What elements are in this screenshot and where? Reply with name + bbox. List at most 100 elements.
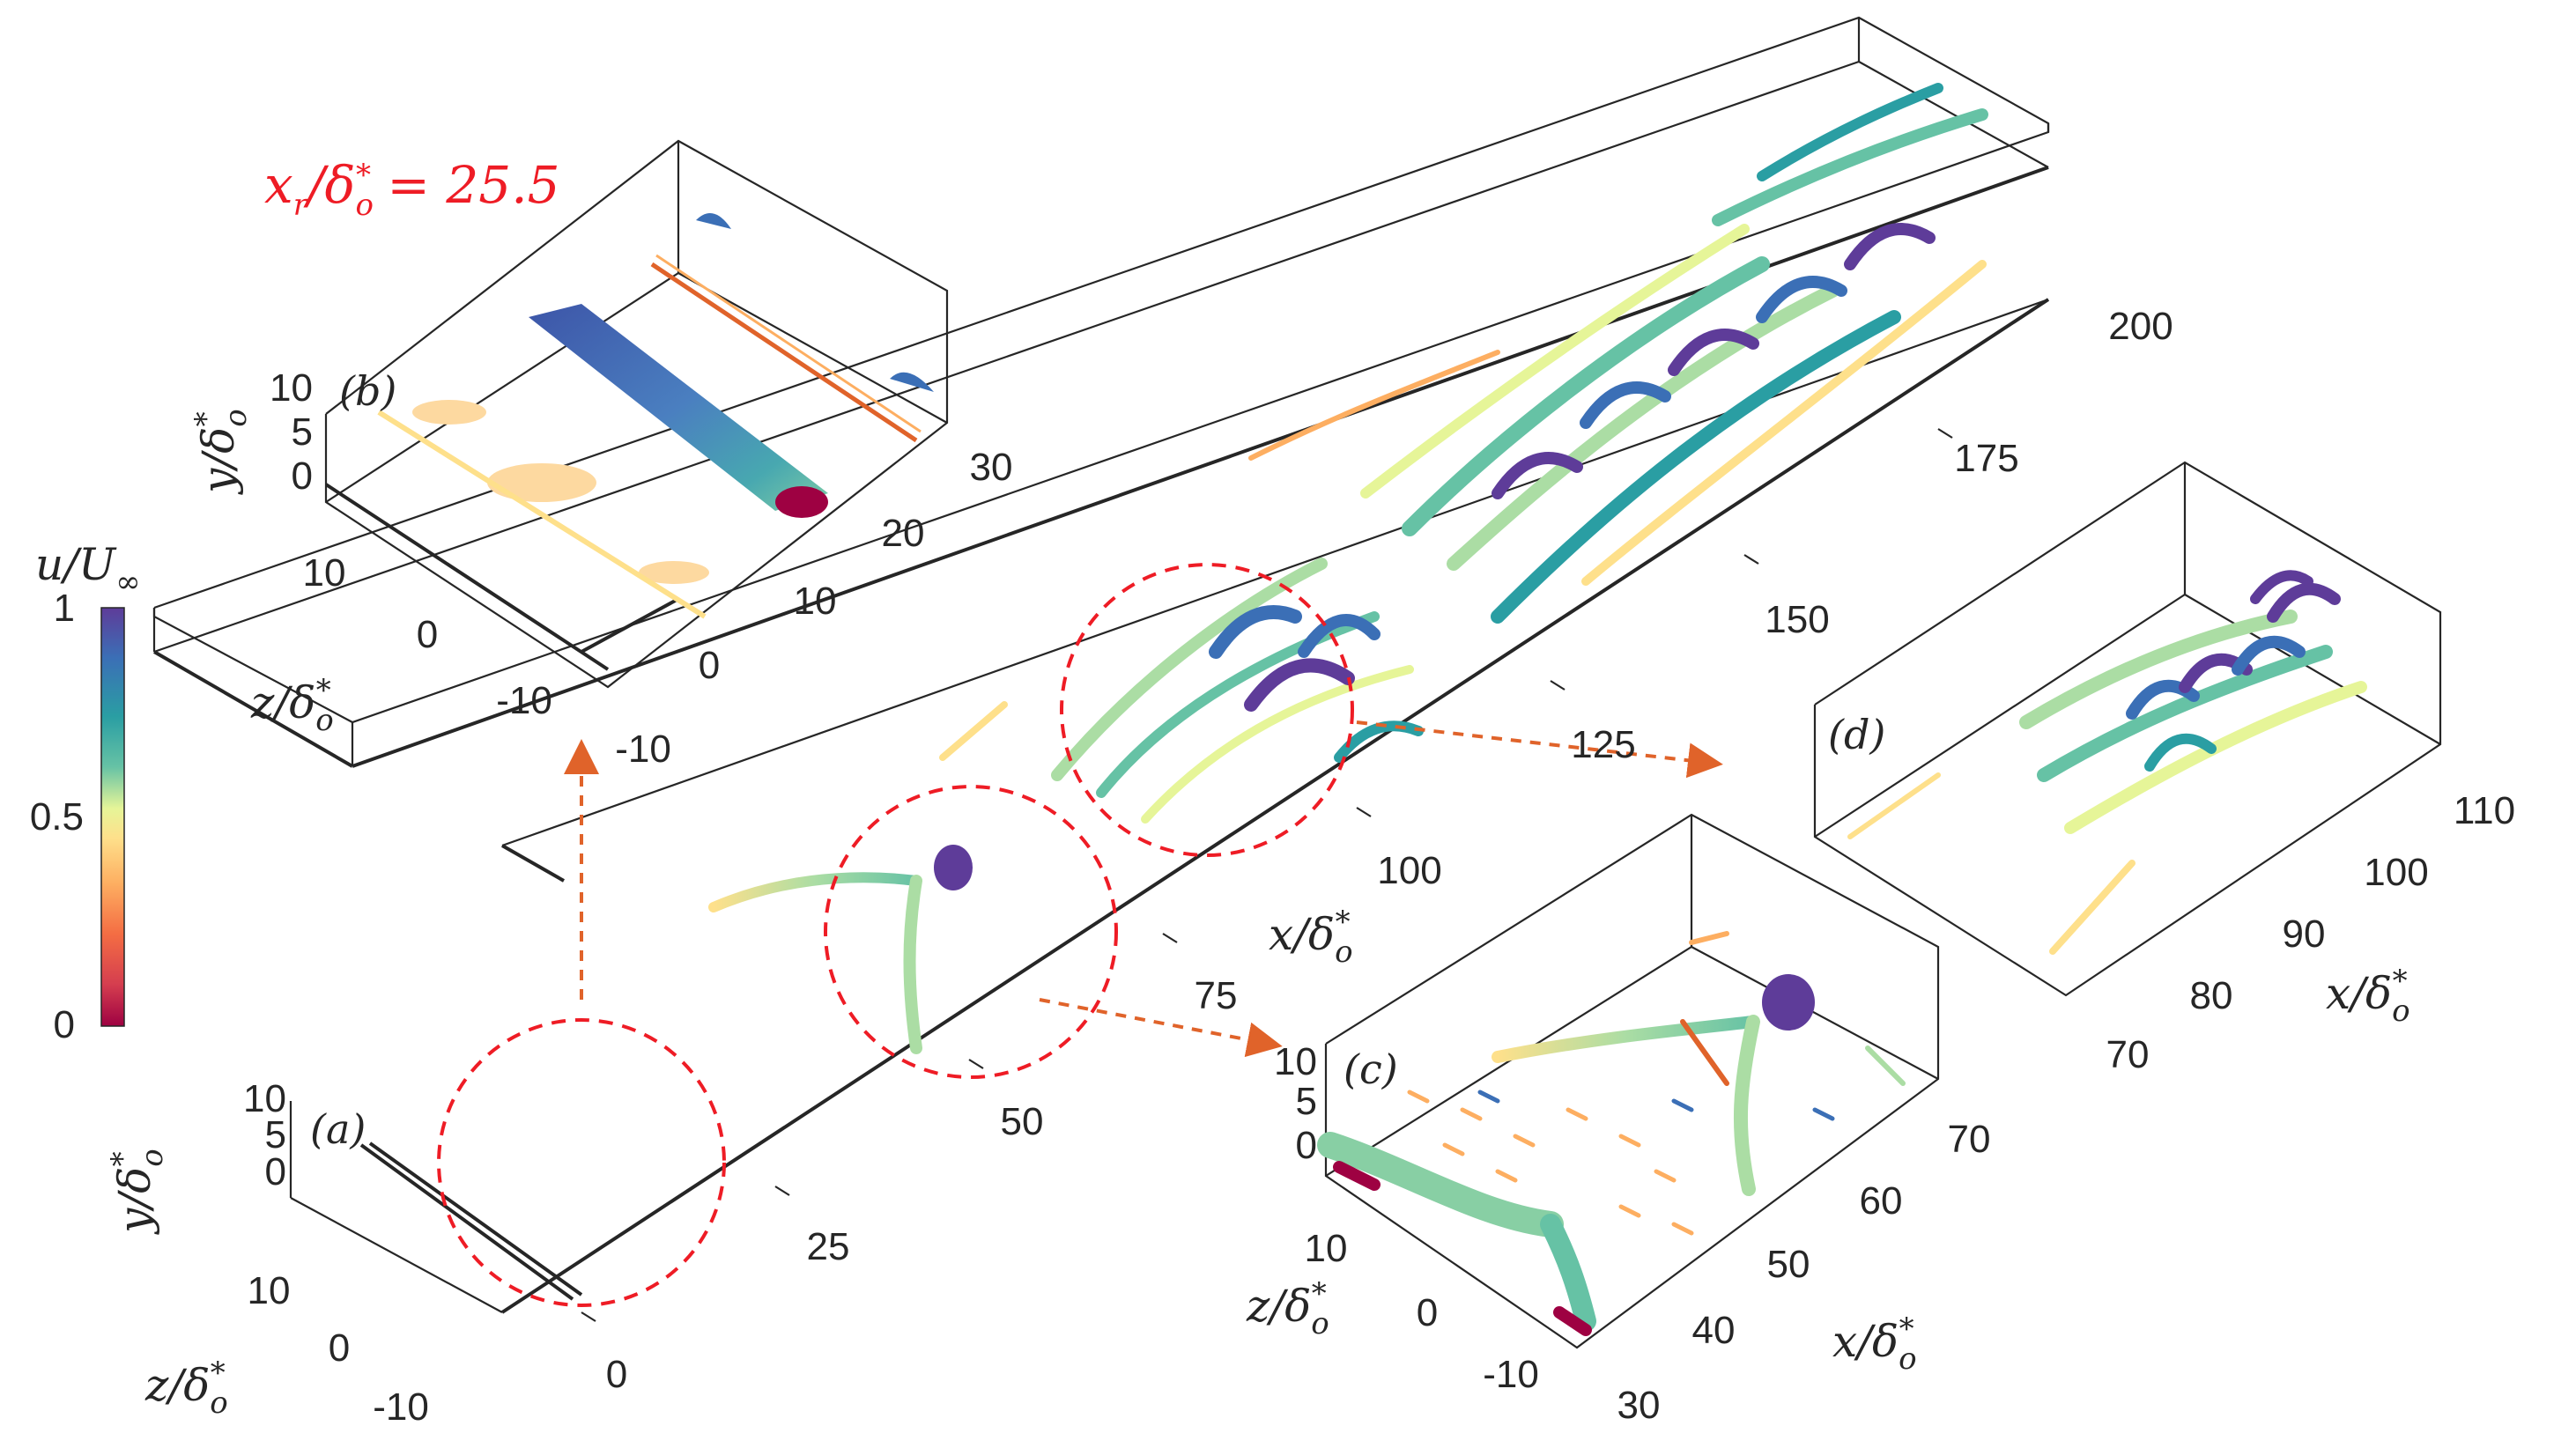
- panel-c-z-ticks: 10 0 -10: [1305, 1227, 1539, 1396]
- panel-c-y-ticks: 10 5 0: [1274, 1040, 1317, 1167]
- panel-b-label: (b): [339, 367, 396, 415]
- y-tick-label: 0: [1296, 1124, 1317, 1167]
- panel-b-box-edge: [677, 272, 948, 424]
- z-tick-label: 0: [329, 1326, 350, 1370]
- panel-a-floor-front: [500, 298, 2050, 1314]
- z-tick-label: -10: [496, 679, 552, 722]
- x-tick-label: 20: [882, 512, 925, 555]
- panel-c-label: (c): [1344, 1045, 1398, 1093]
- z-tick-label: -10: [373, 1385, 429, 1429]
- panel-b-x-ticks: -10 0 10 20 30: [615, 446, 1012, 771]
- y-tick-label: 10: [243, 1077, 286, 1120]
- z-tick-label: 10: [1305, 1227, 1348, 1270]
- panel-b-floor: [581, 597, 679, 654]
- panel-b-y-axis-label: y/δo*: [189, 409, 254, 495]
- y-tick-label: 10: [270, 366, 313, 410]
- panel-a-z-axis-label: z/δo*: [144, 1356, 228, 1421]
- x-tick-label: 100: [2364, 851, 2428, 894]
- colorbar: 1 0.5 0 u/U∞: [30, 539, 141, 1046]
- arrow-to-panel-d: [1356, 720, 1723, 779]
- x-tick-label: 10: [794, 580, 837, 623]
- panel-c-box-edge: [1325, 946, 1692, 1177]
- panel-a-z-ticks: 10 0 -10: [248, 1269, 429, 1429]
- x-tick-label: 70: [1948, 1118, 1991, 1161]
- x-tick-label: 75: [1195, 974, 1238, 1017]
- panel-d-box-edge: [2184, 594, 2441, 745]
- x-tick-label: 30: [1617, 1384, 1661, 1427]
- x-tick-label: 50: [1767, 1243, 1810, 1286]
- panel-b-y-ticks: 10 5 0: [270, 366, 313, 498]
- x-tick-label: 40: [1692, 1309, 1736, 1352]
- panel-a-y-ticks: 10 5 0: [243, 1077, 286, 1193]
- panel-c-x-axis-label: x/δo*: [1832, 1311, 1917, 1377]
- panel-a-floor: [152, 650, 354, 768]
- panel-d-box-edge: [1814, 594, 2186, 838]
- panel-d: 70 80 90 100 110 x/δo* (d): [1813, 461, 2516, 1076]
- panel-a-vortex-structures: [939, 83, 1988, 824]
- colorbar-tick-label: 0.5: [30, 795, 84, 839]
- y-tick-label: 10: [1274, 1040, 1317, 1083]
- panel-d-x-axis-label: x/δo*: [2326, 964, 2410, 1029]
- panel-a-y-axis-label: y/δo*: [105, 1149, 170, 1235]
- x-tick-label: 50: [1001, 1100, 1044, 1143]
- z-tick-label: 0: [417, 613, 438, 656]
- x-tick-label: 90: [2283, 912, 2326, 956]
- panel-a-floor-edge: [501, 298, 2049, 847]
- annotation-xr: xr/δo* = 25.5: [264, 155, 560, 223]
- panel-d-flow-structures: [1847, 570, 2367, 955]
- panel-a-inflow-plate: [359, 1143, 574, 1301]
- x-tick-label: 80: [2190, 974, 2233, 1017]
- colorbar-tick-label: 1: [54, 587, 75, 630]
- x-tick-label: 25: [807, 1225, 850, 1268]
- x-tick-label: 100: [1377, 849, 1441, 892]
- highlight-circle-d: [1060, 563, 1354, 857]
- panel-a: 0 25 50 75 100 125 150 175 200 x/δo* 10 …: [105, 16, 2173, 1429]
- panel-b-z-ticks: 10 0 -10: [303, 551, 552, 722]
- panel-a-back-edge: [153, 60, 1860, 654]
- panel-d-x-ticks: 70 80 90 100 110: [2106, 789, 2516, 1076]
- x-tick-label: -10: [615, 728, 671, 771]
- highlight-circle-c: [824, 785, 1118, 1079]
- colorbar-label: u/U∞: [35, 539, 141, 600]
- panel-a-floor-edge: [290, 1197, 503, 1313]
- x-tick-label: 0: [699, 644, 720, 687]
- x-tick-label: 0: [606, 1353, 627, 1396]
- panel-c: 30 40 50 60 70 x/δo* 10 5 0 10 0 -10 z/δ…: [1246, 813, 1991, 1427]
- x-tick-label: 150: [1765, 598, 1829, 641]
- x-tick-label: 125: [1571, 723, 1635, 766]
- z-tick-label: 0: [1417, 1291, 1438, 1334]
- panel-c-box: [1324, 813, 1940, 1349]
- z-tick-label: 10: [303, 551, 346, 595]
- panel-c-flow-structures: [1317, 931, 1906, 1336]
- panel-b-floor: [324, 483, 610, 671]
- x-tick-label: 70: [2106, 1033, 2150, 1076]
- panel-a-hairpin-vortex: [708, 845, 973, 1054]
- panel-c-box-edge: [1691, 946, 1939, 1080]
- x-tick-label: 110: [2454, 789, 2515, 832]
- panel-b: xr/δo* = 25.5 -10 0 10 20 30 10: [189, 139, 1012, 771]
- panel-b-flow-structures: [377, 213, 934, 619]
- x-tick-label: 175: [1954, 437, 2018, 480]
- highlight-circle-b: [437, 1018, 726, 1307]
- panel-a-floor: [501, 844, 565, 883]
- panel-a-x-axis-label: x/δo*: [1269, 905, 1353, 970]
- panel-a-inflow-plate: [368, 1141, 583, 1297]
- y-tick-label: 5: [292, 410, 313, 454]
- panel-a-x-ticks: 0 25 50 75 100 125 150 175 200: [581, 305, 2173, 1396]
- y-tick-label: 0: [292, 454, 313, 498]
- z-tick-label: 10: [248, 1269, 291, 1312]
- panel-a-back-edge: [1858, 61, 2049, 168]
- panel-d-label: (d): [1828, 711, 1885, 758]
- y-tick-label: 5: [265, 1113, 286, 1156]
- panel-b-z-axis-label: z/δo*: [250, 673, 334, 738]
- panel-b-box-edge: [325, 272, 679, 503]
- panel-c-z-axis-label: z/δo*: [1246, 1276, 1329, 1341]
- x-tick-label: 30: [970, 446, 1013, 489]
- x-tick-label: 200: [2108, 305, 2173, 348]
- x-tick-label: 60: [1860, 1179, 1903, 1223]
- arrow-to-panel-c: [1039, 998, 1283, 1058]
- panel-a-label: (a): [310, 1105, 366, 1153]
- colorbar-tick-label: 0: [54, 1003, 75, 1046]
- colorbar-gradient: [100, 607, 125, 1027]
